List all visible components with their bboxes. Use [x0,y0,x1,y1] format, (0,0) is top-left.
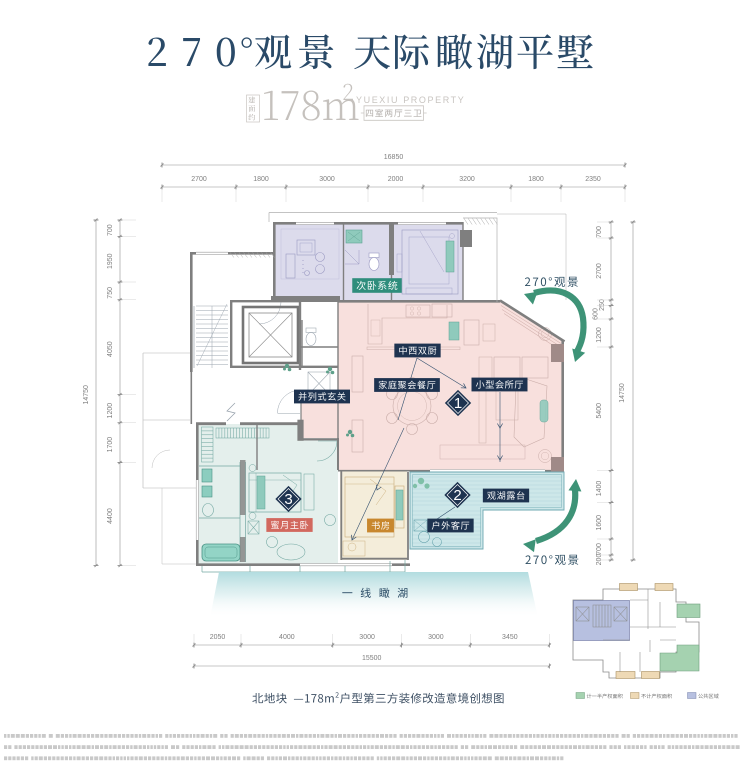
svg-text:2: 2 [453,487,461,504]
svg-text:3450: 3450 [502,634,518,641]
svg-text:1800: 1800 [528,176,544,183]
svg-text:4000: 4000 [279,634,295,641]
svg-text:1600: 1600 [596,515,603,531]
svg-text:5400: 5400 [596,403,603,419]
svg-text:1700: 1700 [107,437,114,453]
svg-text:2000: 2000 [388,176,404,183]
svg-text:200: 200 [596,554,603,566]
svg-text:3000: 3000 [319,176,335,183]
svg-text:1200: 1200 [596,327,603,343]
svg-text:700: 700 [596,543,603,555]
svg-text:1950: 1950 [107,253,114,269]
svg-text:2350: 2350 [585,176,601,183]
svg-text:14750: 14750 [619,383,626,403]
svg-text:750: 750 [107,287,114,299]
svg-text:2050: 2050 [210,634,226,641]
svg-text:250: 250 [599,299,606,311]
svg-text:3: 3 [284,491,292,508]
svg-text:14750: 14750 [83,385,90,405]
svg-text:16850: 16850 [384,154,404,161]
svg-text:700: 700 [107,224,114,236]
svg-text:3000: 3000 [428,634,444,641]
svg-text:3200: 3200 [459,176,475,183]
svg-text:4050: 4050 [107,341,114,357]
svg-text:2700: 2700 [596,263,603,279]
svg-text:2700: 2700 [191,176,207,183]
svg-text:1: 1 [454,395,462,412]
svg-text:1200: 1200 [107,403,114,419]
svg-text:4400: 4400 [107,508,114,524]
svg-text:1800: 1800 [253,176,269,183]
svg-text:3000: 3000 [359,634,375,641]
svg-text:YUEXIU PROPERTY: YUEXIU PROPERTY [356,95,465,105]
svg-text:15500: 15500 [362,655,382,662]
svg-text:600: 600 [593,308,600,320]
svg-text:700: 700 [596,226,603,238]
svg-text:1400: 1400 [596,481,603,497]
